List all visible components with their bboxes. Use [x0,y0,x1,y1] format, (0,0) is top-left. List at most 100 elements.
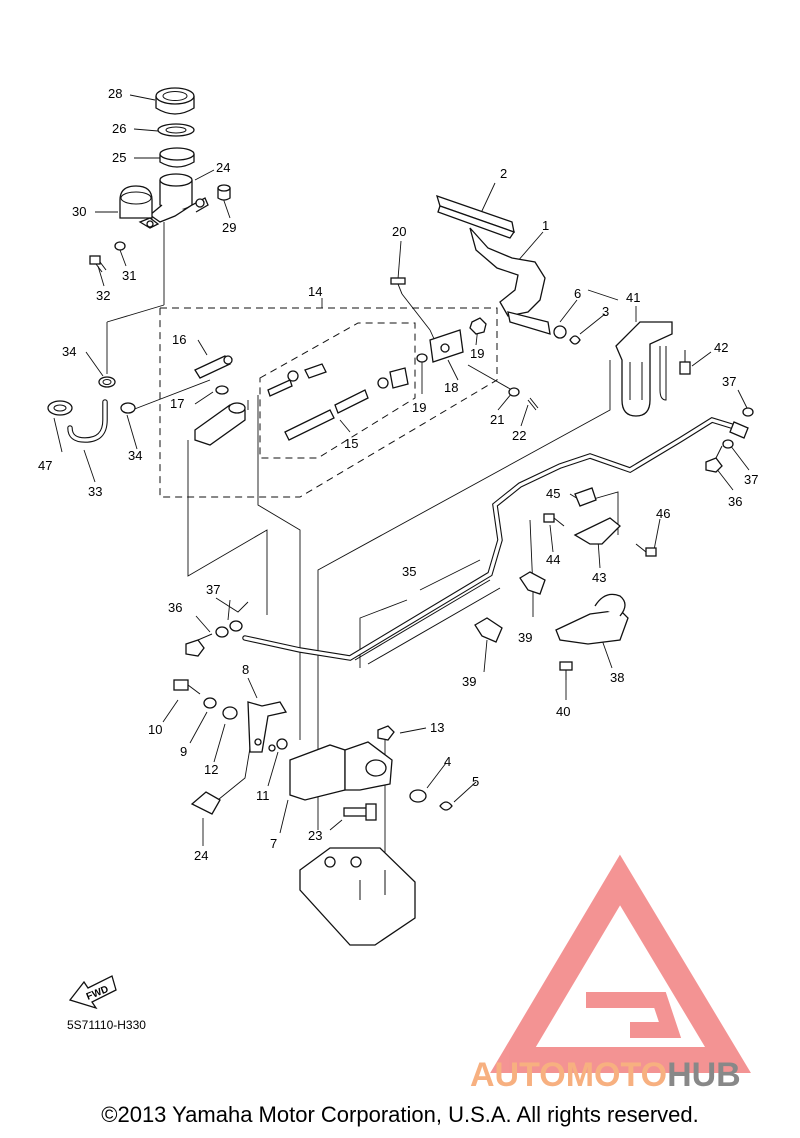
callout-15: 15 [344,436,358,451]
hose-clamp-24 [190,791,221,815]
copyright-notice: ©2013 Yamaha Motor Corporation, U.S.A. A… [101,1102,699,1127]
cotter-pin-22 [527,397,539,411]
union-bolt-36a [705,445,723,473]
washer-37a [742,407,754,417]
callout-11: 11 [256,788,270,803]
reservoir-tank-25 [148,173,209,223]
automotohub-logo [490,854,751,1073]
callout-35: 35 [402,564,416,579]
callout-19b: 19 [412,400,426,415]
callout-14: 14 [308,284,322,299]
callout-18: 18 [444,380,458,395]
callout-47: 47 [38,458,52,473]
callout-2: 2 [500,166,507,181]
diaphragm-plate-27 [157,123,195,137]
piston-kit-15 [267,363,409,441]
hose-clip-39a [519,571,546,595]
callout-labels: 28 26 25 24 29 30 31 32 34 47 33 34 16 1… [38,86,758,863]
callout-32: 32 [96,288,110,303]
assembly-box-15 [259,322,416,459]
callout-6: 6 [574,286,581,301]
callout-29: 29 [222,220,236,235]
callout-46: 46 [656,506,670,521]
collar-12 [222,706,238,720]
callout-33: 33 [88,484,102,499]
callout-17: 17 [170,396,184,411]
brake-pedal-1 [469,227,551,335]
callout-19a: 19 [470,346,484,361]
callout-12: 12 [204,762,218,777]
callout-38: 38 [610,670,624,685]
callout-7: 7 [270,836,277,851]
callout-36a: 36 [728,494,742,509]
callout-37b: 37 [744,472,758,487]
watermark-part2: HUB [667,1056,741,1094]
callout-39b: 39 [462,674,476,689]
clevis-18 [429,329,464,363]
pin-20 [390,277,406,295]
reservoir-cover-30 [119,185,160,229]
hose-clamp-34a [98,376,116,388]
hose-33 [67,399,108,443]
bolt-13 [377,725,395,741]
callout-34b: 34 [128,448,142,463]
clip-3 [569,335,581,345]
callout-16: 16 [172,332,186,347]
clip-5 [439,801,453,811]
washer-31 [114,241,126,251]
callout-4: 4 [444,754,451,769]
washer-37d [229,620,243,632]
callout-41: 41 [626,290,640,305]
callout-40: 40 [556,704,570,719]
bolt-44 [543,513,565,527]
callout-43: 43 [592,570,606,585]
hose-clamp-47 [47,400,73,416]
callout-23: 23 [308,828,322,843]
callout-31: 31 [122,268,136,283]
seal-17 [215,385,229,395]
leader-lines [53,94,750,870]
callout-9: 9 [180,744,187,759]
master-cylinder-body [194,402,246,446]
callout-44: 44 [546,552,560,567]
nut-19b [416,353,428,363]
callout-24: 24 [194,848,208,863]
callout-28: 28 [108,86,122,101]
diagram-code: 5S71110-H330 [67,1018,146,1032]
pedal-pad-2 [436,194,516,239]
diaphragm-26 [159,147,195,168]
banjo-fitting-end [729,421,749,439]
washer-6 [553,325,567,339]
washer-37c [215,626,229,638]
bolt-10 [173,679,201,695]
svg-text:AUTOMOTOHUB: AUTOMOTOHUB [470,1056,741,1094]
callout-45: 45 [546,486,560,501]
frame-bracket [299,847,416,946]
bolt-46 [635,543,657,557]
bolt-40 [559,661,573,680]
washer-9 [203,697,217,709]
nut-19a [469,317,487,335]
bolt-23 [343,803,377,821]
callout-39a: 39 [518,630,532,645]
reservoir-cap-28 [155,87,195,115]
hose-clip-45 [574,487,597,507]
callout-25: 24 [216,160,230,175]
callout-22: 22 [512,428,526,443]
washer-37b [722,439,734,449]
callout-3: 3 [602,304,609,319]
brake-switch-38 [555,593,629,645]
washer-4 [409,789,427,803]
union-bolt-36b [185,633,213,657]
callout-8: 8 [242,662,249,677]
callout-42: 42 [714,340,728,355]
callout-37a: 37 [722,374,736,389]
bracket-41 [615,321,673,417]
callout-20: 20 [392,224,406,239]
watermark-part1: AUTOMOTO [470,1056,667,1094]
callout-13: 13 [430,720,444,735]
fwd-arrow-icon: FWD [68,975,117,1010]
brake-hose-main [242,417,741,661]
hose-guide-43 [573,517,621,545]
